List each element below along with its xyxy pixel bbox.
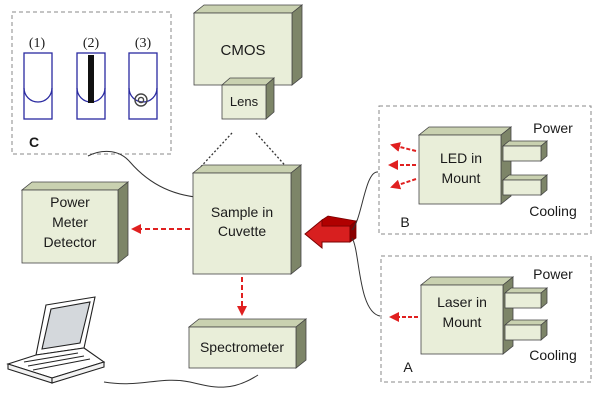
cable-to-led [351, 171, 379, 231]
laptop-icon [6, 296, 106, 384]
laser-cooling-label: Cooling [529, 347, 576, 363]
led-label-line1: LED in [440, 150, 482, 166]
cable-to-laser [351, 237, 381, 317]
laser-label-line2: Mount [443, 314, 482, 330]
laser-label-line1: Laser in [437, 294, 487, 310]
led-emission-arrow-1 [390, 142, 417, 152]
lens-box [220, 77, 276, 120]
panel-b-frame [378, 105, 592, 235]
power-meter-label-line2: Meter [52, 214, 88, 230]
panel-a-frame [380, 255, 592, 383]
spectrometer-label: Spectrometer [200, 339, 284, 355]
cmos-label: CMOS [221, 42, 266, 59]
laser-power-connector [503, 287, 549, 309]
cable-laptop-to-spectrometer [103, 374, 259, 388]
led-emission-arrow-3 [390, 178, 417, 190]
power-meter-label-line1: Power [50, 194, 90, 210]
cuvette-2-label: (2) [83, 36, 100, 51]
led-cooling-label: Cooling [529, 203, 576, 219]
cuvette-2 [76, 52, 106, 120]
led-power-label: Power [533, 120, 573, 136]
sample-cuvette-box [191, 164, 303, 275]
cuvette-1-label: (1) [29, 36, 46, 51]
panel-c-label: C [29, 134, 39, 150]
led-cooling-connector [501, 174, 549, 196]
panel-b-label: B [400, 214, 409, 230]
led-power-connector [501, 140, 549, 162]
source-selector-arrow-icon [304, 215, 357, 250]
cuvette-3 [128, 52, 158, 120]
cmos-camera-box [192, 4, 304, 86]
lens-label: Lens [230, 94, 259, 109]
cuvette-1 [23, 52, 53, 120]
laser-cooling-connector [503, 319, 549, 341]
power-meter-label-line3: Detector [44, 234, 97, 250]
laser-mount-box [419, 276, 515, 355]
laser-power-label: Power [533, 266, 573, 282]
cable-c-to-sample [87, 151, 209, 199]
led-label-line2: Mount [442, 170, 481, 186]
power-meter-box [20, 181, 130, 264]
panel-a-label: A [403, 359, 413, 375]
sample-label-line2: Cuvette [218, 223, 266, 239]
cuvette-3-label: (3) [135, 36, 152, 51]
lens-cone-right [255, 132, 292, 173]
sample-label-line1: Sample in [211, 204, 273, 220]
spectrometer-box [187, 318, 308, 369]
